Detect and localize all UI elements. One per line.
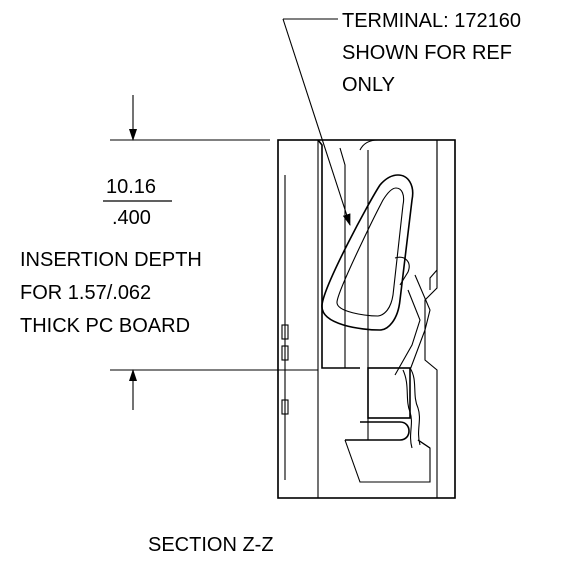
left-wall-hatched — [277, 139, 319, 499]
terminal-leader-line — [282, 18, 351, 226]
note-line2: FOR 1.57/.062 — [20, 282, 152, 304]
dimension-imperial: .400 — [112, 207, 151, 229]
inner-cavity — [317, 139, 437, 369]
terminal-callout-line3: ONLY — [342, 74, 395, 96]
note-line1: INSERTION DEPTH — [20, 249, 202, 271]
terminal-callout-line2: SHOWN FOR REF — [342, 42, 512, 64]
dimension-metric: 10.16 — [106, 176, 157, 198]
right-wall-hatched — [424, 139, 456, 499]
section-label: SECTION Z-Z — [148, 534, 274, 556]
terminal-contact — [344, 274, 431, 483]
terminal-callout-line1: TERMINAL: 172160 — [342, 10, 521, 32]
terminal-spring — [321, 174, 414, 331]
note-line3: THICK PC BOARD — [20, 315, 191, 337]
housing-outline — [277, 139, 456, 499]
